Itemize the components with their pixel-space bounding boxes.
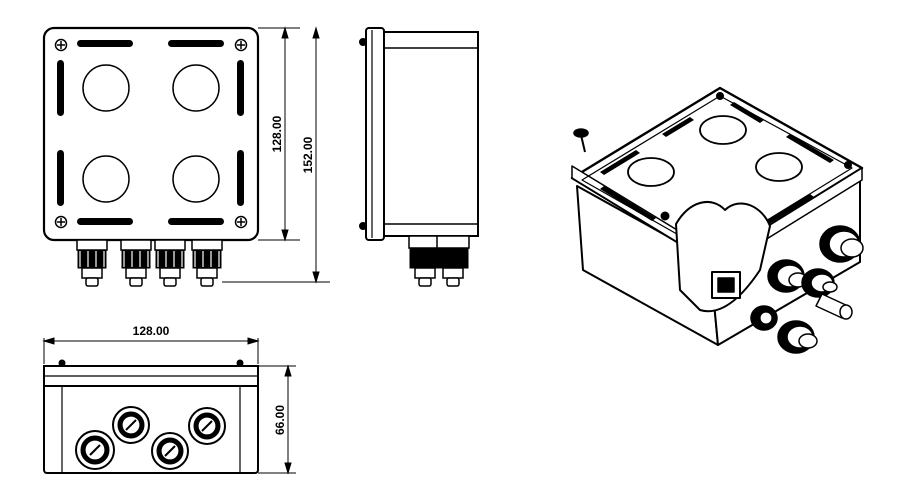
- iso-cable-glands: [750, 225, 864, 354]
- knockout-holes: [82, 64, 220, 203]
- front-view-outline: [42, 26, 260, 242]
- bottom-view: [43, 359, 259, 474]
- cable-gland-icon: [75, 430, 115, 470]
- cable-gland-icon: [750, 305, 778, 331]
- bottom-cable-glands: [75, 406, 226, 470]
- lid-slots: [57, 40, 244, 225]
- knockout-hole-icon: [699, 115, 747, 145]
- front-dimensions: [222, 26, 330, 284]
- dimension-inner-height: 128.00: [270, 115, 284, 152]
- side-cable-glands: [408, 235, 470, 287]
- knockout-hole-icon: [82, 64, 130, 112]
- cable-gland-icon: [120, 239, 152, 287]
- iso-holes: [627, 115, 803, 187]
- knockout-hole-icon: [172, 155, 220, 203]
- cable-gland-icon: [819, 225, 864, 263]
- dimension-depth: 66.00: [273, 405, 287, 435]
- cable-gland-icon: [408, 235, 442, 287]
- cable-gland-icon: [76, 239, 108, 287]
- dimension-outer-height: 152.00: [301, 136, 315, 173]
- screw-icon: [54, 38, 68, 52]
- screw-icon: [573, 128, 589, 153]
- cable-gland-icon: [154, 239, 186, 287]
- cable-gland-icon: [815, 293, 853, 320]
- knockout-hole-icon: [627, 157, 675, 187]
- iso-cutaway: [675, 201, 771, 313]
- side-view: [359, 27, 479, 287]
- knockout-hole-icon: [82, 155, 130, 203]
- screw-icon: [234, 38, 248, 52]
- front-view: [42, 26, 260, 287]
- cable-gland-icon: [436, 235, 470, 287]
- cable-gland-icon: [151, 432, 189, 470]
- dimension-width: 128.00: [133, 324, 170, 338]
- front-cable-glands: [76, 239, 223, 287]
- isometric-view: [570, 86, 864, 354]
- corner-screws: [54, 38, 248, 229]
- screw-icon: [234, 215, 248, 229]
- knockout-hole-icon: [172, 64, 220, 112]
- cable-gland-icon: [191, 239, 223, 287]
- cable-gland-icon: [188, 407, 226, 445]
- cable-gland-icon: [777, 320, 818, 354]
- knockout-hole-icon: [755, 152, 803, 182]
- bottom-dimensions: [42, 337, 296, 475]
- cable-gland-icon: [767, 259, 808, 293]
- screw-icon: [54, 215, 68, 229]
- cable-gland-icon: [112, 406, 150, 444]
- iso-lid-slots: [600, 102, 834, 227]
- cable-gland-icon: [801, 268, 838, 298]
